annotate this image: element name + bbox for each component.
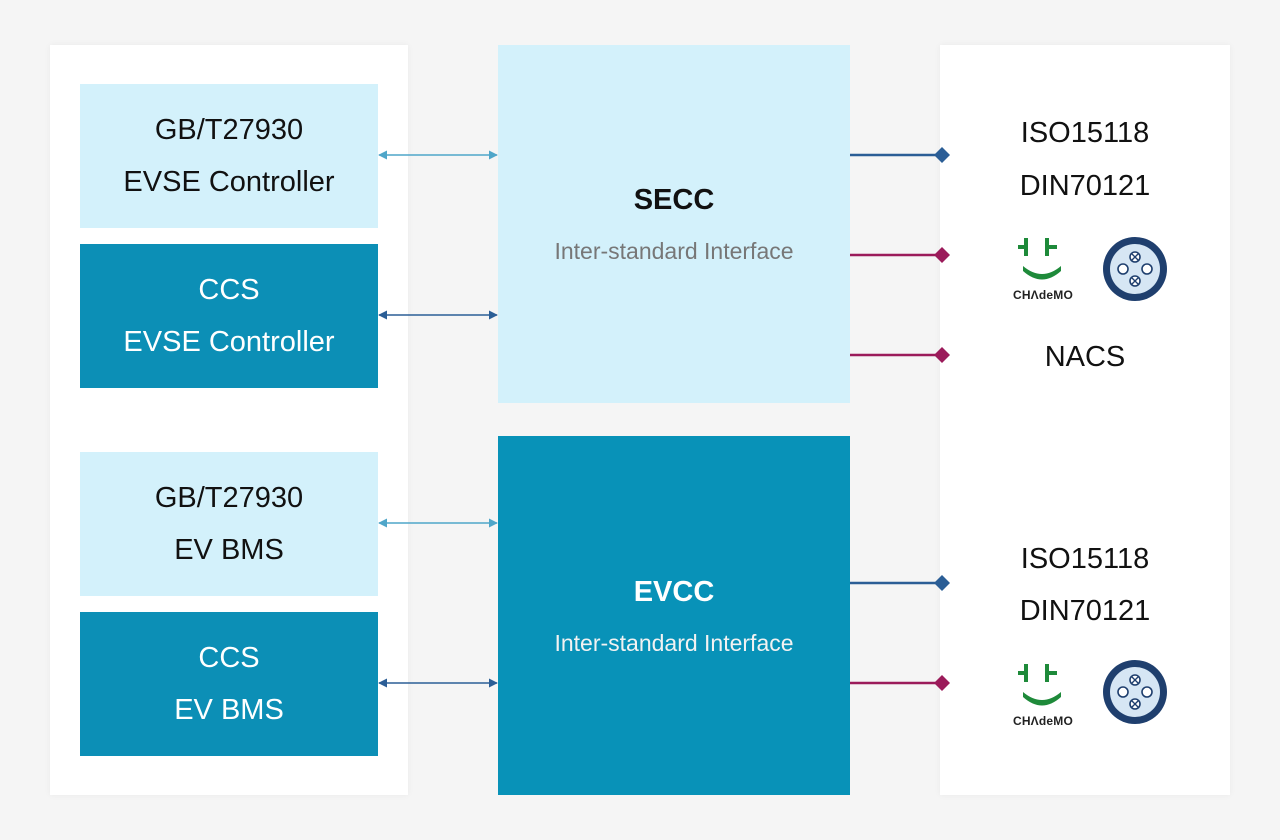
iso15118-label-top: ISO15118 xyxy=(1020,117,1150,149)
gbt-ev-bms-block: GB/T27930 EV BMS xyxy=(80,452,378,596)
diamond-secc-chademo xyxy=(934,247,950,263)
right-panel xyxy=(940,45,1230,795)
gbt-evse-controller-block: GB/T27930 EVSE Controller xyxy=(80,84,378,228)
chademo-icon xyxy=(1018,238,1061,280)
ccs-bms-line1: CCS xyxy=(198,642,260,674)
chademo-text-bottom: CHΛdeMO xyxy=(1012,714,1074,728)
din70121-label-top: DIN70121 xyxy=(1019,170,1151,202)
diamond-secc-iso xyxy=(934,147,950,163)
ccs-bms-line2: EV BMS xyxy=(174,694,284,726)
evcc-block: EVCC Inter-standard Interface xyxy=(498,436,850,795)
evcc-subtitle: Inter-standard Interface xyxy=(554,629,794,656)
ccs-ev-bms-block: CCS EV BMS xyxy=(80,612,378,756)
nacs-label: NACS xyxy=(1044,341,1126,373)
evcc-title: EVCC xyxy=(633,575,715,608)
gbt-bms-line2: EV BMS xyxy=(174,534,284,566)
ccs-evse-controller-block: CCS EVSE Controller xyxy=(80,244,378,388)
connector-plug-icon-top xyxy=(1103,237,1167,301)
din70121-label-bottom: DIN70121 xyxy=(1019,595,1151,627)
secc-block: SECC Inter-standard Interface xyxy=(498,45,850,403)
chademo-icon xyxy=(1018,664,1061,706)
secc-title: SECC xyxy=(633,184,715,216)
gbt-evse-line2: EVSE Controller xyxy=(123,166,335,198)
diamond-secc-nacs xyxy=(934,347,950,363)
chademo-logo-top: CHΛdeMO xyxy=(998,236,1088,302)
chademo-logo-bottom: CHΛdeMO xyxy=(998,662,1088,728)
chademo-text-top: CHΛdeMO xyxy=(1012,288,1074,302)
gbt-evse-line1: GB/T27930 xyxy=(154,114,304,146)
ccs-evse-line1: CCS xyxy=(198,274,260,306)
secc-subtitle: Inter-standard Interface xyxy=(554,238,794,264)
ccs-evse-line2: EVSE Controller xyxy=(123,326,335,358)
gbt-bms-line1: GB/T27930 xyxy=(154,482,304,514)
diamond-evcc-chademo xyxy=(934,675,950,691)
iso15118-label-bottom: ISO15118 xyxy=(1020,543,1150,575)
diamond-evcc-iso xyxy=(934,575,950,591)
connector-plug-icon-bottom xyxy=(1103,660,1167,724)
